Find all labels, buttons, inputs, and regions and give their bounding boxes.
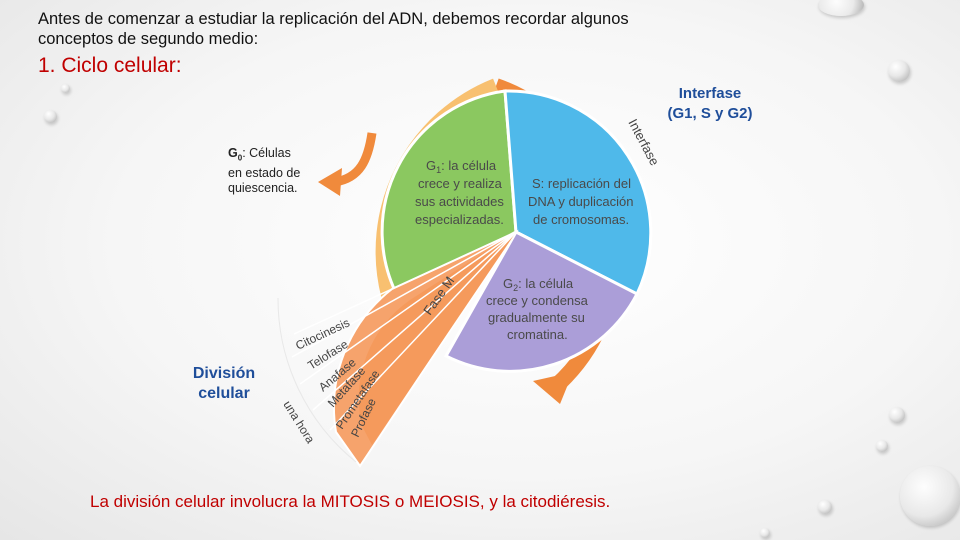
s-sector — [503, 89, 653, 297]
water-drop-decoration — [818, 0, 864, 16]
s-description: S: replicación del DNA y duplicación de … — [528, 176, 637, 227]
g1-sector — [380, 89, 518, 300]
g0-arrowhead — [318, 168, 342, 196]
interfase-callout: Interfase (G1, S y G2) — [667, 85, 753, 122]
water-drop-decoration — [888, 60, 910, 82]
g2-sector — [443, 230, 640, 373]
division-callout: División celular — [192, 365, 256, 402]
footer-text: La división celular involucra la MITOSIS… — [90, 492, 611, 511]
intro-text: Antes de comenzar a estudiar la replicac… — [38, 10, 629, 48]
water-drop-decoration — [61, 84, 70, 93]
g2-description: G2: la célula crece y condensa gradualme… — [486, 276, 592, 342]
water-drop-decoration — [44, 110, 57, 123]
water-drop-decoration — [900, 466, 960, 526]
water-drop-decoration — [876, 440, 888, 452]
section-heading: 1. Ciclo celular: — [38, 54, 182, 77]
interfase-arrowhead — [533, 372, 573, 404]
g1-description: G1: la célula crece y realiza sus activi… — [415, 158, 508, 227]
g0-exit-arrow — [334, 132, 377, 187]
m-phase-inner — [358, 232, 516, 445]
water-drop-decoration — [760, 528, 770, 538]
g0-callout: G0: Células en estado de quiescencia. — [228, 146, 301, 195]
water-drop-decoration — [818, 500, 832, 514]
one-hour-label: una hora — [280, 398, 317, 446]
water-drop-decoration — [889, 407, 905, 423]
